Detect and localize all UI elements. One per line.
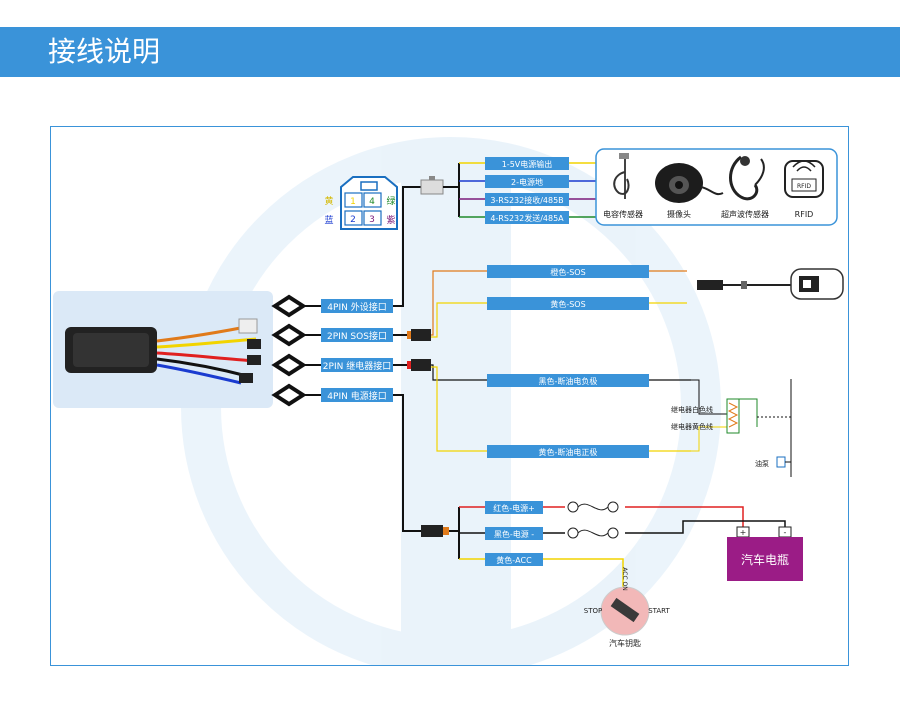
car-battery — [727, 526, 803, 581]
peripheral-label: 摄像头 — [667, 209, 691, 219]
pin-color-label: 黄 — [324, 195, 333, 207]
pin-color-label: 蓝 — [324, 214, 333, 226]
wiring-diagram: 4PIN 外设接口 2PIN SOS接口 2PIN 继电器接口 4PIN 电源接… — [53, 137, 844, 665]
wire-label: 红色-电源+ — [493, 503, 535, 513]
pin-color-label: 绿 — [386, 195, 395, 207]
battery-plus: + — [740, 528, 747, 537]
battery-minus: - — [784, 528, 787, 537]
relay-label: 继电器黄色线 — [671, 422, 713, 431]
wire-label: 黄色-ACC — [496, 555, 532, 565]
port-label-box — [321, 358, 393, 372]
title-banner: 接线说明 — [0, 27, 900, 77]
wire-label-box — [487, 265, 649, 278]
relay-schematic — [691, 379, 792, 477]
rfid-inner-label: RFID — [797, 183, 811, 190]
fuse-icon — [565, 527, 625, 539]
wire-label-box — [487, 445, 649, 458]
pin-number: 3 — [369, 215, 375, 225]
wire-label-box — [485, 501, 543, 514]
pin-number: 2 — [350, 215, 356, 225]
4pin-connector-icon — [340, 176, 398, 230]
port-label-box — [321, 328, 393, 342]
port-diamond-icon — [271, 294, 321, 318]
wire-label-box — [485, 193, 569, 206]
wire-label-box — [485, 157, 569, 170]
wire-label: 黑色-断油电负极 — [539, 376, 598, 386]
port-label: 2PIN 继电器接口 — [323, 360, 391, 372]
wire-label: 1-5V电源输出 — [502, 159, 553, 169]
wire-label-box — [485, 553, 543, 566]
wire-label-box — [487, 297, 649, 310]
wire-label-box — [487, 374, 649, 387]
wire-label: 2-电源地 — [511, 177, 543, 187]
wire-label: 黄色-断油电正极 — [539, 447, 598, 457]
capacitive-sensor-icon — [613, 153, 630, 199]
gps-tracker-device — [65, 318, 261, 385]
peripheral-label: 超声波传感器 — [721, 209, 769, 219]
power-plug-icon — [421, 525, 449, 537]
peripheral-label: RFID — [795, 210, 814, 219]
key-label: 汽车钥匙 — [609, 638, 641, 648]
key-start-label: START — [648, 607, 670, 615]
port-diamond-icon — [271, 353, 321, 377]
relay-plug-icon — [407, 359, 431, 371]
wiring-diagram-frame: 4PIN 外设接口 2PIN SOS接口 2PIN 继电器接口 4PIN 电源接… — [50, 126, 849, 666]
pin-color-label: 紫 — [386, 215, 395, 226]
power-trunk-wire — [393, 394, 421, 532]
port-diamond-icon — [271, 323, 321, 347]
wire-label-box — [485, 527, 543, 540]
peripheral-trunk-wire — [393, 186, 421, 307]
fuse-icon — [565, 501, 625, 513]
pin-number: 1 — [350, 197, 356, 207]
wire-label-box — [485, 175, 569, 188]
camera-icon — [655, 163, 724, 203]
port-label-box — [321, 299, 393, 313]
key-acc-label: ACC ON — [621, 567, 628, 591]
port-label-box — [321, 388, 393, 402]
ultrasonic-sensor-icon — [729, 155, 765, 201]
pin-number: 4 — [369, 197, 375, 207]
wire-label: 黄色-SOS — [550, 299, 585, 309]
key-stop-label: STOP — [584, 607, 602, 615]
port-label: 4PIN 电源接口 — [327, 390, 386, 402]
port-label: 4PIN 外设接口 — [327, 301, 386, 313]
pump-label: 油泵 — [755, 459, 769, 468]
peripherals-panel — [595, 148, 838, 226]
relay-label: 继电器白色线 — [671, 405, 713, 414]
peripheral-label: 电容传感器 — [603, 209, 643, 219]
wire-label-box — [485, 211, 569, 224]
ignition-key-icon — [600, 586, 650, 636]
page-title: 接线说明 — [48, 35, 161, 68]
wire-label: 4-RS232发送/485A — [490, 213, 564, 223]
port-label: 2PIN SOS接口 — [327, 330, 387, 342]
wire-label: 3-RS232接收/485B — [490, 195, 563, 205]
rfid-reader-icon — [784, 160, 824, 198]
wire-label: 黑色-电源 - — [494, 529, 534, 539]
sos-button-icon — [697, 268, 844, 300]
port-diamond-icon — [271, 383, 321, 407]
battery-label: 汽车电瓶 — [741, 552, 789, 567]
wire-label: 橙色-SOS — [550, 267, 585, 277]
sos-plug-icon — [407, 329, 431, 341]
